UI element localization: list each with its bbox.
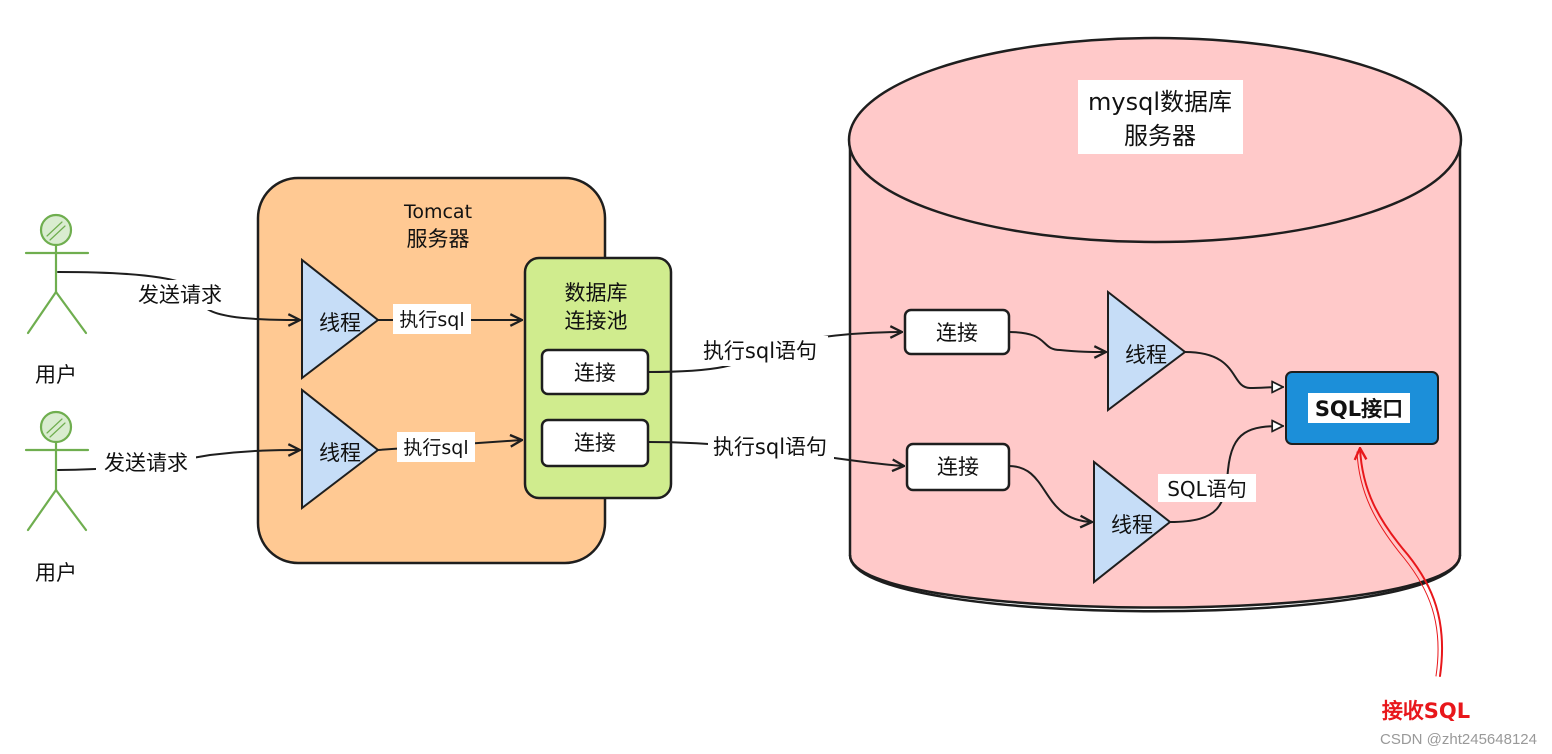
pool1-edge-label-bg [692, 336, 828, 366]
tomcat-thread-2: 线程 [301, 387, 380, 511]
receive-sql-arrow [1360, 448, 1444, 677]
user-1-label: 用户 [35, 363, 77, 387]
tomcat-thread-1: 线程 [301, 257, 380, 381]
mysql-title-bg [1078, 80, 1243, 154]
thread2-edge-label: 执行sql [403, 437, 468, 459]
sql-interface-label-bg [1308, 393, 1410, 423]
user-2-label: 用户 [35, 561, 77, 585]
pool-connection-1-label: 连接 [574, 361, 616, 385]
receive-sql-label: 接收SQL [1382, 699, 1470, 723]
sql-interface-label: SQL接口 [1315, 397, 1403, 421]
pool-connection-2: 连接 [540, 418, 650, 468]
thread1-edge-label-bg [393, 304, 471, 334]
mysql-thread-1: 线程 [1107, 289, 1187, 413]
thread1-edge-label: 执行sql [399, 309, 464, 331]
sql-statement-label: SQL语句 [1167, 477, 1247, 501]
mysql-thread-2: 线程 [1093, 459, 1172, 585]
pool-title-line1: 数据库 [565, 281, 628, 305]
mysql-thread-1-label: 线程 [1125, 343, 1167, 367]
mysql-title-line1: mysql数据库 [1088, 88, 1232, 116]
pool-title-line2: 连接池 [565, 309, 628, 333]
mysql-connection-2: 连接 [905, 442, 1011, 492]
user-figure-2 [24, 410, 90, 532]
mysql-thread1-to-interface-arrow [1184, 351, 1283, 388]
pool-connection-2-label: 连接 [574, 431, 616, 455]
receive-sql-arrow-stroke2 [1356, 451, 1439, 677]
user-figure-1 [24, 213, 90, 335]
mysql-connection-1: 连接 [903, 308, 1011, 356]
thread2-edge-label-bg [397, 432, 475, 462]
mysql-conn2-to-thread2-arrow [1008, 465, 1092, 522]
mysql-thread-2-label: 线程 [1111, 513, 1153, 537]
pool2-edge-label: 执行sql语句 [713, 435, 827, 459]
mysql-conn1-to-thread1-arrow [1008, 331, 1106, 352]
tomcat-title-line2: 服务器 [407, 227, 470, 251]
tomcat-title-line1: Tomcat [403, 201, 472, 223]
mysql-title-line2: 服务器 [1124, 122, 1196, 150]
pool1-edge-label: 执行sql语句 [703, 339, 817, 363]
mysql-connection-1-label: 连接 [936, 321, 978, 345]
tomcat-thread-2-label: 线程 [319, 441, 361, 465]
request-1-label-bg [130, 280, 230, 310]
pool-connection-1: 连接 [540, 348, 650, 396]
tomcat-thread-1-label: 线程 [319, 311, 361, 335]
sql-statement-label-bg [1158, 474, 1256, 502]
request-1-label: 发送请求 [138, 283, 222, 307]
pool2-edge-label-bg [708, 432, 834, 462]
mysql-thread2-to-interface-arrow [1169, 426, 1283, 523]
watermark: CSDN @zht245648124 [1380, 731, 1537, 748]
mysql-connection-2-label: 连接 [937, 455, 979, 479]
request-2-label-bg [96, 448, 196, 478]
request-2-label: 发送请求 [104, 451, 188, 475]
